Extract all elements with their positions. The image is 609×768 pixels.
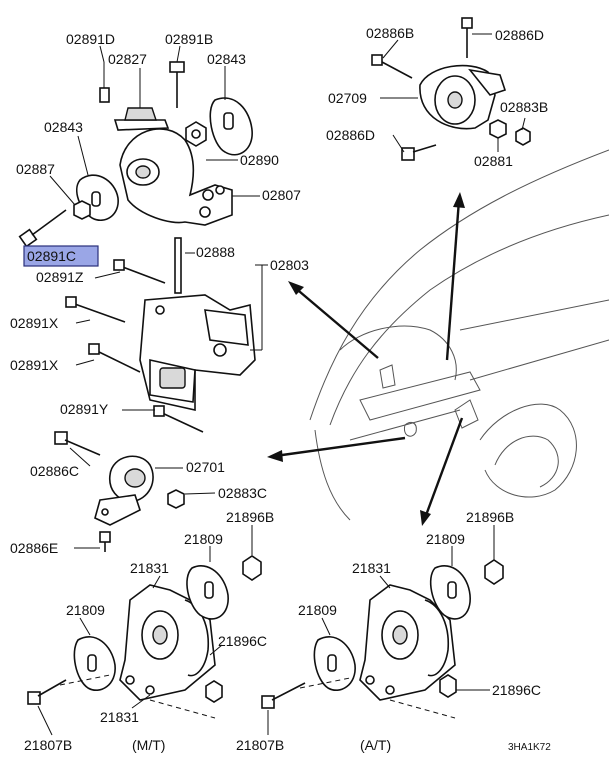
mount-21831-mt	[119, 584, 216, 701]
label-02886D-top[interactable]: 02886D	[495, 27, 544, 43]
label-02886C[interactable]: 02886C	[30, 463, 79, 479]
label-02701[interactable]: 02701	[186, 459, 225, 475]
label-02891B[interactable]: 02891B	[165, 31, 213, 47]
bolt-02886B	[371, 54, 413, 79]
highlight-box	[23, 245, 99, 267]
label-02886B[interactable]: 02886B	[366, 25, 414, 41]
bolt-02886E	[99, 531, 111, 552]
dash-mt	[149, 699, 216, 719]
nut-02887	[73, 200, 91, 220]
label-21807B-at[interactable]: 21807B	[236, 737, 284, 753]
bolt-02891D	[99, 62, 110, 103]
label-02891Z[interactable]: 02891Z	[36, 269, 84, 285]
label-02891C[interactable]: 02891C	[27, 248, 76, 264]
label-21809-mt-top[interactable]: 21809	[184, 531, 223, 547]
label-21896C-mt[interactable]: 21896C	[218, 633, 267, 649]
label-02883C[interactable]: 02883C	[218, 485, 267, 501]
washer-21809-at-right	[429, 565, 471, 620]
washer-21809-mt-left	[73, 636, 116, 691]
label-21896C-at[interactable]: 21896C	[492, 682, 541, 698]
leader-lines	[37, 33, 526, 736]
bracket-02803-leaders	[185, 252, 268, 351]
washer-21809-mt-right	[186, 565, 229, 620]
nut-02890	[185, 121, 207, 147]
label-21896B-at[interactable]: 21896B	[466, 509, 514, 525]
location-arrows	[267, 192, 465, 526]
upper-mount-bracket	[113, 107, 233, 226]
bolt-02886D-top	[461, 17, 473, 58]
label-21809-at-left[interactable]: 21809	[298, 602, 337, 618]
bolt-21807B-mt	[27, 674, 111, 705]
label-21831-at-top[interactable]: 21831	[352, 560, 391, 576]
label-02891D[interactable]: 02891D	[66, 31, 115, 47]
mount-21831-at	[359, 584, 456, 701]
label-21896B-mt[interactable]: 21896B	[226, 509, 274, 525]
bolts-middle	[65, 259, 204, 433]
washer-21809-at-left	[313, 636, 356, 691]
label-02891Y[interactable]: 02891Y	[60, 401, 109, 417]
diagram-code: 3HA1K72	[508, 742, 551, 753]
nut-21896B-mt	[242, 555, 262, 581]
label-02843-left[interactable]: 02843	[44, 119, 83, 135]
bolt-02886D-mid	[401, 144, 437, 161]
label-02888[interactable]: 02888	[196, 244, 235, 260]
label-02807[interactable]: 02807	[262, 187, 301, 203]
label-02803[interactable]: 02803	[270, 257, 309, 273]
vehicle-outline	[309, 149, 609, 521]
label-02886D-mid[interactable]: 02886D	[326, 127, 375, 143]
label-02709[interactable]: 02709	[328, 90, 367, 106]
bolt-02891B	[169, 61, 185, 108]
label-02881[interactable]: 02881	[474, 153, 513, 169]
mount-02709	[419, 64, 507, 130]
label-02887[interactable]: 02887	[16, 161, 55, 177]
mount-02701	[94, 455, 185, 526]
bolt-02886C	[54, 431, 101, 456]
dash-at	[389, 699, 456, 719]
label-02891X-1[interactable]: 02891X	[10, 315, 59, 331]
label-21809-mt-left[interactable]: 21809	[66, 602, 105, 618]
middle-bracket-02803	[139, 237, 256, 411]
label-21831-mt-bottom[interactable]: 21831	[100, 709, 139, 725]
nut-21896C-mt	[205, 680, 223, 703]
label-02886E[interactable]: 02886E	[10, 540, 58, 556]
label-mt: (M/T)	[132, 737, 165, 753]
label-02827[interactable]: 02827	[108, 51, 147, 67]
nut-21896B-at	[484, 559, 504, 585]
part-labels: 02891D 02891B 02827 02843 02843 02887 02…	[10, 25, 551, 753]
bolt-02891C	[18, 209, 67, 248]
label-02890[interactable]: 02890	[240, 152, 279, 168]
label-02883B[interactable]: 02883B	[500, 99, 548, 115]
label-21809-at-top[interactable]: 21809	[426, 531, 465, 547]
label-21807B-mt[interactable]: 21807B	[24, 737, 72, 753]
bolt-21807B-at	[261, 677, 351, 709]
nut-21896C-at	[439, 674, 457, 698]
washer-02843-top	[209, 97, 253, 156]
label-02843-top[interactable]: 02843	[207, 51, 246, 67]
label-02891X-2[interactable]: 02891X	[10, 357, 59, 373]
label-at: (A/T)	[360, 737, 391, 753]
label-21831-mt-top[interactable]: 21831	[130, 560, 169, 576]
